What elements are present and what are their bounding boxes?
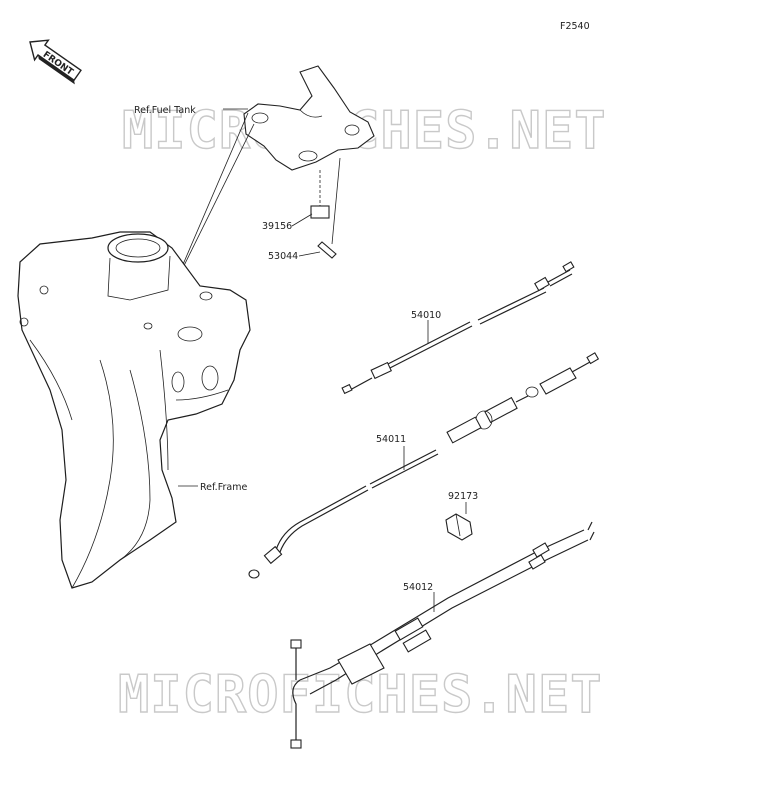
ref-fuel-tank-label: Ref.Fuel Tank xyxy=(134,105,196,116)
part-number-92173: 92173 xyxy=(448,491,478,502)
ref-frame-label: Ref.Frame xyxy=(200,482,247,493)
cable-54012 xyxy=(290,521,595,749)
cable-54011 xyxy=(248,352,600,579)
clip-92173 xyxy=(445,513,473,541)
figure-code: F2540 xyxy=(560,21,590,32)
part-number-54010: 54010 xyxy=(411,310,441,321)
part-number-54012: 54012 xyxy=(403,582,433,593)
part-number-53044: 53044 xyxy=(268,251,298,262)
part-number-39156: 39156 xyxy=(262,221,292,232)
frame-part xyxy=(17,231,251,589)
bracket-part xyxy=(243,65,375,171)
front-arrow-icon: FRONT xyxy=(29,39,82,85)
strip-53044 xyxy=(317,241,337,259)
cable-54010 xyxy=(341,261,575,395)
part-number-54011: 54011 xyxy=(376,434,406,445)
pad-39156 xyxy=(310,205,330,219)
